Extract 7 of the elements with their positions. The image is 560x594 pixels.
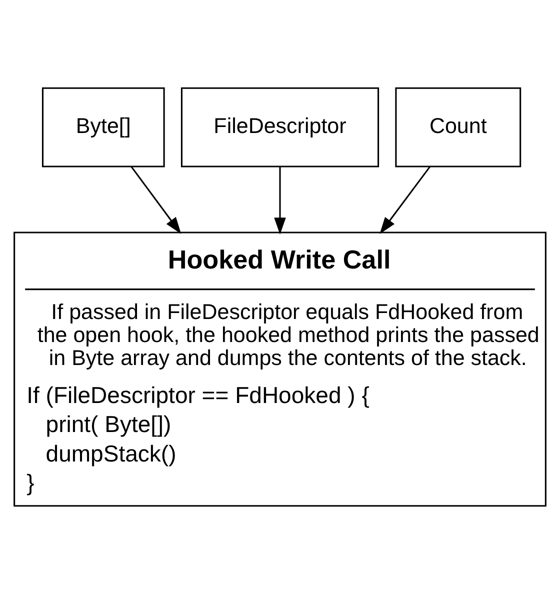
- arrow: [380, 166, 431, 234]
- node-box: FileDescriptor: [180, 87, 380, 168]
- node-box: Hooked Write Call If passed in FileDescriptor equals FdHooked from the open hook, the hooked method prints the passed in Byte array and dumps the contents of the stack. If (FileDescriptor == FdHooked ) { print( Byte[]) dumpStack() }: [14, 232, 546, 507]
- arrow: [274, 166, 286, 234]
- node-box: Count: [395, 87, 522, 168]
- arrow: [130, 166, 182, 234]
- node-box: Byte[]: [42, 87, 165, 168]
